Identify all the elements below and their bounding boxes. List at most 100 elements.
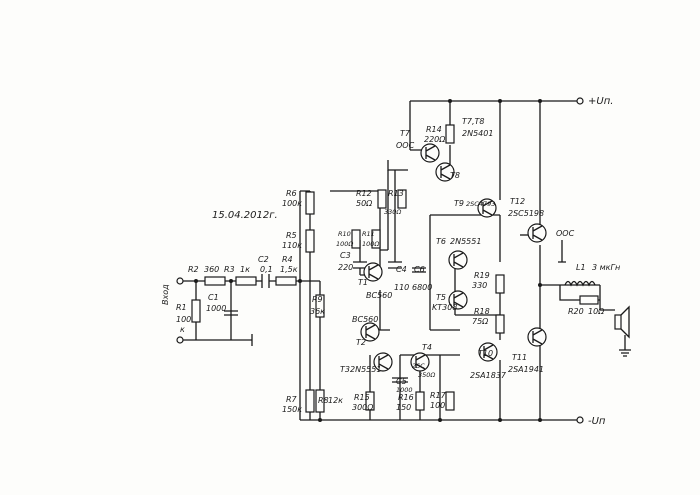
r5-val: 110к (282, 241, 302, 250)
r12-wire (380, 170, 389, 251)
r13-val: 330Ω (384, 208, 401, 216)
r14-ref: R14 (426, 125, 442, 134)
r7-ref: R7 (286, 395, 298, 404)
t4-ref: T4 (422, 343, 432, 352)
r14-val: 220Ω (424, 135, 446, 144)
resistor-r16 (415, 391, 425, 411)
r10-val: 100Ω (336, 240, 353, 248)
resistor-r20 (579, 295, 599, 305)
c2-val: 0,1 (260, 265, 273, 274)
transistor-t5 (448, 290, 468, 310)
resistor-r4 (275, 276, 297, 286)
capacitor-c5 (392, 377, 408, 383)
resistor-r12 (377, 189, 387, 209)
t8-ref: T8 (450, 171, 460, 180)
resistors (191, 124, 599, 413)
negative-rail-label: -Uп (588, 416, 606, 427)
c4-ref: C4 (396, 265, 407, 274)
inductor-l1 (564, 280, 596, 287)
ground-terminal (176, 336, 184, 344)
t9-ref: T9 (454, 199, 464, 208)
transistor-t12 (527, 223, 547, 243)
wires (182, 100, 626, 421)
node-dot (298, 279, 302, 283)
r17-ref: R17 (430, 391, 447, 400)
ooc-feedback-node (558, 240, 566, 263)
c2-ref: C2 (258, 255, 269, 264)
date-label: 15.04.2012г. (212, 210, 278, 221)
r6-r7-column (300, 190, 311, 420)
r4-ref: R4 (282, 255, 293, 264)
transistor-t6 (448, 250, 468, 270)
resistor-r17 (445, 391, 455, 411)
transistors (360, 143, 547, 372)
c1-val: 1000 (206, 304, 226, 313)
r6-val: 100к (282, 199, 302, 208)
t3-ref: T3 (340, 365, 350, 374)
node-dot (318, 418, 322, 422)
r9-val: 36к (310, 307, 325, 316)
capacitors (224, 261, 426, 383)
input-terminal (176, 277, 184, 285)
r11-ref: R11 (362, 230, 375, 238)
r7-val: 150к (282, 405, 302, 414)
t1-ref: T1 (358, 278, 368, 287)
c4-val: 110 (394, 283, 409, 292)
r16-val: 150 (396, 403, 411, 412)
node-dot (498, 418, 502, 422)
r5-ref: R5 (286, 231, 297, 240)
r3-ref: R3 (224, 265, 235, 274)
c5-val: 1000 (396, 386, 413, 394)
t2-ref: T2 (356, 338, 366, 347)
transistor-t9 (477, 198, 497, 218)
ooc-output-label: ООС (556, 229, 575, 238)
resistor-r2 (204, 276, 226, 286)
resistor-r7 (305, 389, 315, 413)
resistor-r14 (445, 124, 455, 144)
t2-part: BC560 (352, 315, 378, 324)
c1-ref: C1 (208, 293, 219, 302)
t6-ref: T6 (436, 237, 446, 246)
node-dot (538, 418, 542, 422)
t4-val: 350Ω (418, 371, 435, 379)
resistor-r6 (305, 191, 315, 215)
transistor-t4 (410, 352, 430, 372)
t12-ref: T12 (510, 197, 525, 206)
c5-ref: C5 (396, 377, 407, 386)
t3-part: 2N5551 (350, 365, 381, 374)
node-dot (438, 418, 442, 422)
resistor-r5 (305, 229, 315, 253)
speaker (614, 305, 630, 339)
r13-top (387, 160, 408, 171)
current-source-wires (369, 354, 460, 420)
ground-symbol-speaker (619, 349, 631, 357)
capacitor-c2 (261, 274, 270, 288)
resistor-r1 (191, 299, 201, 323)
r9-ref: R9 (312, 295, 323, 304)
node-dot (229, 279, 233, 283)
input-label: Вход (161, 284, 170, 305)
r6-ref: R6 (286, 189, 297, 198)
r16-ref: R16 (398, 393, 414, 402)
node-dot (498, 99, 502, 103)
capacitor-c1 (224, 310, 238, 316)
t9-part: 2SC4793 (466, 200, 495, 208)
resistor-r15 (365, 391, 375, 411)
r1-ref: R1 (176, 303, 187, 312)
r18-val: 75Ω (472, 317, 489, 326)
transistor-t8 (435, 162, 455, 182)
r20-ref: R20 (568, 307, 584, 316)
transistor-t3 (373, 352, 393, 372)
r2-val: 360 (204, 265, 219, 274)
t5-part: KT308 (432, 303, 457, 312)
r18-ref: R18 (474, 307, 490, 316)
node-dot (194, 279, 198, 283)
resistor-r11 (371, 229, 381, 249)
node-dot (538, 283, 542, 287)
r8-ref: R8 (318, 396, 329, 405)
r1-unit: к (180, 325, 185, 334)
r12-val: 50Ω (356, 199, 373, 208)
t5-ref: T5 (436, 293, 446, 302)
